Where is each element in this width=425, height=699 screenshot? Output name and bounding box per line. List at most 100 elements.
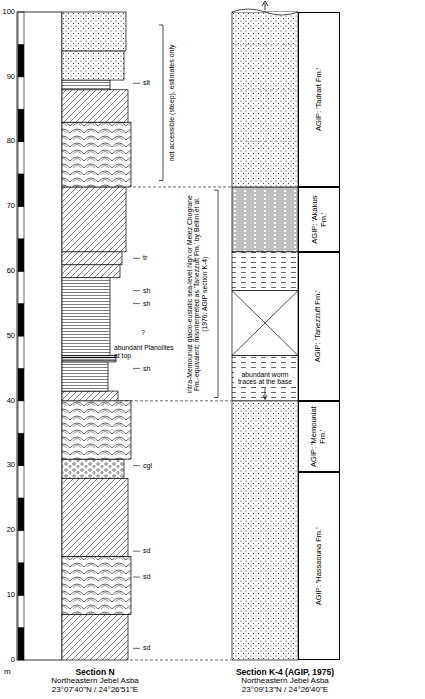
section-n-column [62,12,131,660]
continues-arrow [262,1,268,10]
scale-number: 30 [7,461,15,469]
lithology-bed [62,187,126,252]
scale-segment [18,466,24,498]
tick [133,258,140,259]
lithology-code: sh [143,365,150,373]
lithology-code: sd [143,547,150,555]
interpretation-note: intra-Memouniat glacio-eustatic sea-leve… [186,194,208,394]
scale-segment [18,174,24,206]
scale-number: 100 [2,8,15,16]
scale-number: 20 [7,526,15,534]
scale-number: 90 [7,73,15,81]
section-title: Section N [75,668,114,677]
lithology-bed [62,252,122,265]
scale-segment [18,142,24,174]
formation-band: AGIP: 'Hassaouna Fm.' [298,472,340,660]
scale-segment [18,109,24,141]
scale-segment [18,401,24,433]
lithology-bed [232,355,298,400]
faint-bedding [234,44,296,45]
scale-number: 0 [11,656,15,664]
lithology-bed [62,615,128,660]
scale-segment [18,368,24,400]
scale-segment [18,595,24,627]
lithology-code: sh [143,287,150,295]
bracket [214,190,218,397]
lithology-bed [62,51,124,80]
lithology-bed [62,265,120,278]
lithology-code: sd [143,573,150,581]
scale-segment [18,304,24,336]
formation-name: AGIP: 'Tadrart Fm.' [315,16,324,183]
scale-segment [18,206,24,238]
scale-segment [18,12,24,44]
locality: Northeastern Jebel Asba [241,677,329,686]
column-frame [17,12,62,660]
scale-segment [18,271,24,303]
tick [133,83,140,84]
lithology-bed [62,391,118,401]
scale-segment [18,77,24,109]
lithology-bed [232,187,298,252]
lithology-bed [62,278,110,356]
correlation-line [120,400,231,401]
scale-segment [18,336,24,368]
tick [133,648,140,649]
covered-interval [232,291,298,356]
lithology-bed [62,401,131,459]
faint-bedding [234,89,296,90]
formation-name: AGIP: 'Tanezzuft Fm.' [315,256,324,397]
scale-number: 70 [7,202,15,210]
correlation-lines [120,187,231,660]
lithology-bed [62,80,110,90]
trace-fossil-note: abundant Planolites at top [114,344,176,359]
scale-segment [18,44,24,76]
code-ticks [133,83,140,648]
trace-fossil-note: abundant worm traces at the base [234,370,296,387]
lithology-bed [62,479,128,557]
tick [133,465,140,466]
scale-number: 10 [7,591,15,599]
lithology-bed [62,12,126,51]
formation-band: AGIP: 'Memouniat Fm.' [298,401,340,472]
faint-bedding [234,141,296,142]
lithology-code: sd [143,644,150,652]
tick [133,577,140,578]
scale-unit: m [4,668,11,677]
pointer-arrow [263,388,267,400]
lithology-bed [62,355,116,361]
lithology-bed [62,122,131,187]
lithology-bed [232,12,298,187]
lithology-bed [62,459,124,478]
coordinates: 23°07'40"N / 24°26'51"E [52,686,138,695]
formation-band: AGIP: 'Akakus Fm.' [298,187,340,252]
query-mark: ? [141,329,145,337]
section-title: Section K-4 (AGIP, 1975) [236,668,334,677]
formation-name: AGIP: 'Hassaouna Fm.' [315,476,324,656]
formation-name: AGIP: 'Memouniat Fm.' [310,405,327,468]
correlation-line [130,660,231,661]
tick [133,368,140,369]
lithology-bed [232,252,298,291]
formation-band: AGIP: 'Tanezzuft Fm.' [298,252,340,401]
section-k4-column [232,1,298,660]
scale-number: 40 [7,397,15,405]
tick [133,551,140,552]
scale-segment [18,433,24,465]
lithology-bed [62,90,128,122]
scale-number: 80 [7,137,15,145]
scale-segment [18,498,24,530]
coordinates: 23°09'13"N / 24°26'40"E [242,686,328,695]
lithology-code: sh [143,300,150,308]
bracket [159,25,163,181]
tick [133,303,140,304]
formation-band: AGIP: 'Tadrart Fm.' [298,12,340,187]
lithology-bed [232,401,298,660]
lithology-code: tr [143,254,147,262]
scale-segment [18,628,24,660]
lithology-bed [232,291,298,356]
locality: Northeastern Jebel Asba [51,677,139,686]
access-note: not accessible (steep), estimates only [168,28,176,178]
lithology-code: slt [143,79,150,87]
